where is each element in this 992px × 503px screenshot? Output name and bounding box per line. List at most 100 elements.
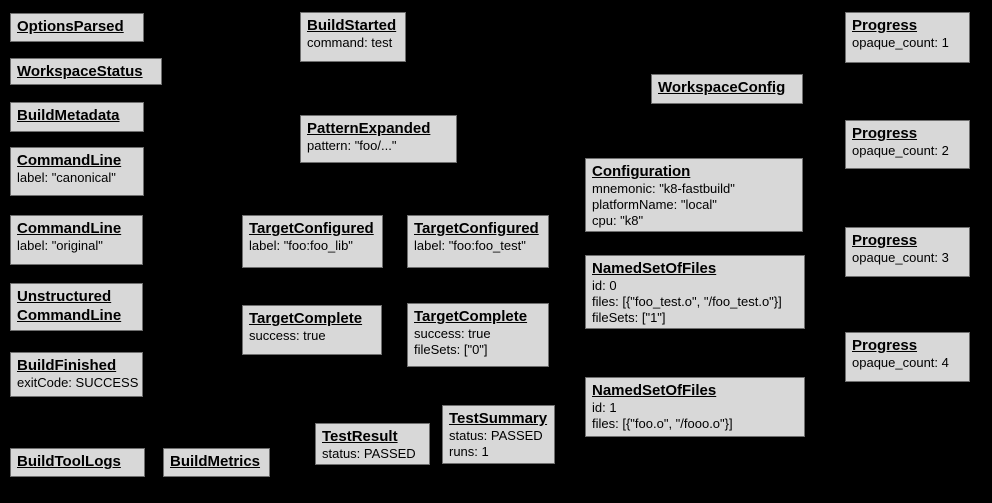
event-box-title: NamedSetOfFiles <box>592 259 798 278</box>
event-box-field: pattern: "foo/..." <box>307 138 397 153</box>
event-box-title-line: CommandLine <box>17 307 122 324</box>
event-box-field: exitCode: SUCCESS <box>17 375 139 390</box>
event-box-field: command: test <box>307 35 393 50</box>
event-box-field: fileSets: ["1"] <box>592 310 666 325</box>
event-box-field: status: PASSED <box>449 428 543 443</box>
event-box-field: opaque_count: 2 <box>852 143 949 158</box>
event-box-field: mnemonic: "k8-fastbuild" <box>592 181 735 196</box>
event-box-title: BuildFinished <box>17 356 136 375</box>
event-box-title: TargetComplete <box>249 309 375 328</box>
event-box-title-line: PatternExpanded <box>307 120 431 137</box>
event-box-field: runs: 1 <box>449 444 489 459</box>
event-box-title: OptionsParsed <box>17 17 137 36</box>
event-box-field: files: [{"foo.o", "/fooo.o"}] <box>592 416 733 431</box>
event-box-field: label: "original" <box>17 238 103 253</box>
event-box-title-line: BuildFinished <box>17 357 117 374</box>
event-box-title: BuildStarted <box>307 16 399 35</box>
event-box-title-line: NamedSetOfFiles <box>592 260 717 277</box>
event-box-field: files: [{"foo_test.o", "/foo_test.o"}] <box>592 294 782 309</box>
event-box-title: Progress <box>852 336 963 355</box>
event-box-title: Progress <box>852 231 963 250</box>
event-box-build-metadata: BuildMetadata <box>10 102 144 132</box>
event-box-title: CommandLine <box>17 219 136 238</box>
event-box-title-line: WorkspaceStatus <box>17 63 143 80</box>
event-box-build-metrics: BuildMetrics <box>163 448 270 477</box>
event-box-options-parsed: OptionsParsed <box>10 13 144 42</box>
event-box-title-line: TargetComplete <box>414 308 528 325</box>
event-box-title-line: NamedSetOfFiles <box>592 382 717 399</box>
event-box-field: platformName: "local" <box>592 197 717 212</box>
event-box-field: label: "foo:foo_test" <box>414 238 526 253</box>
event-box-title: BuildMetadata <box>17 106 137 125</box>
event-box-title-line: Progress <box>852 337 918 354</box>
event-box-title-line: BuildMetadata <box>17 107 120 124</box>
event-box-title-line: BuildMetrics <box>170 453 261 470</box>
event-box-title-line: CommandLine <box>17 152 122 169</box>
event-box-title-line: TestSummary <box>449 410 548 427</box>
event-box-title: Progress <box>852 16 963 35</box>
event-box-workspace-config: WorkspaceConfig <box>651 74 803 104</box>
event-box-title: WorkspaceConfig <box>658 78 796 97</box>
event-box-title-line: CommandLine <box>17 220 122 237</box>
event-box-title: TargetConfigured <box>249 219 376 238</box>
event-box-title-line: TestResult <box>322 428 398 445</box>
event-box-title: BuildToolLogs <box>17 452 138 471</box>
event-box-field: label: "canonical" <box>17 170 116 185</box>
event-box-title: WorkspaceStatus <box>17 62 155 81</box>
event-box-field: fileSets: ["0"] <box>414 342 488 357</box>
event-box-field: success: true <box>414 326 491 341</box>
event-box-title: Configuration <box>592 162 796 181</box>
event-box-workspace-status: WorkspaceStatus <box>10 58 162 85</box>
event-box-title-line: WorkspaceConfig <box>658 79 786 96</box>
event-box-field: success: true <box>249 328 326 343</box>
event-box-title-line: Progress <box>852 125 918 142</box>
event-box-title-line: BuildToolLogs <box>17 453 121 470</box>
event-box-field: opaque_count: 1 <box>852 35 949 50</box>
event-box-title: TestSummary <box>449 409 548 428</box>
event-box-title: TargetConfigured <box>414 219 542 238</box>
event-box-field: status: PASSED <box>322 446 416 461</box>
event-box-field: id: 0 <box>592 278 617 293</box>
event-box-field: id: 1 <box>592 400 617 415</box>
event-box-title-line: TargetComplete <box>249 310 363 327</box>
event-box-title-line: Progress <box>852 17 918 34</box>
event-box-field: opaque_count: 3 <box>852 250 949 265</box>
event-box-title: PatternExpanded <box>307 119 450 138</box>
event-box-title: Progress <box>852 124 963 143</box>
event-box-field: cpu: "k8" <box>592 213 644 228</box>
event-box-title-line: Configuration <box>592 163 691 180</box>
event-box-title: BuildMetrics <box>170 452 263 471</box>
event-box-field: opaque_count: 4 <box>852 355 949 370</box>
event-box-title-line: BuildStarted <box>307 17 397 34</box>
event-box-title-line: Progress <box>852 232 918 249</box>
event-box-title: TargetComplete <box>414 307 542 326</box>
event-box-title: NamedSetOfFiles <box>592 381 798 400</box>
event-box-title-line: TargetConfigured <box>414 220 539 237</box>
event-box-title: CommandLine <box>17 151 137 170</box>
event-box-title: TestResult <box>322 427 423 446</box>
event-box-title-line: OptionsParsed <box>17 18 124 35</box>
event-box-title-line: Unstructured <box>17 288 112 305</box>
event-box-build-tool-logs: BuildToolLogs <box>10 448 145 477</box>
